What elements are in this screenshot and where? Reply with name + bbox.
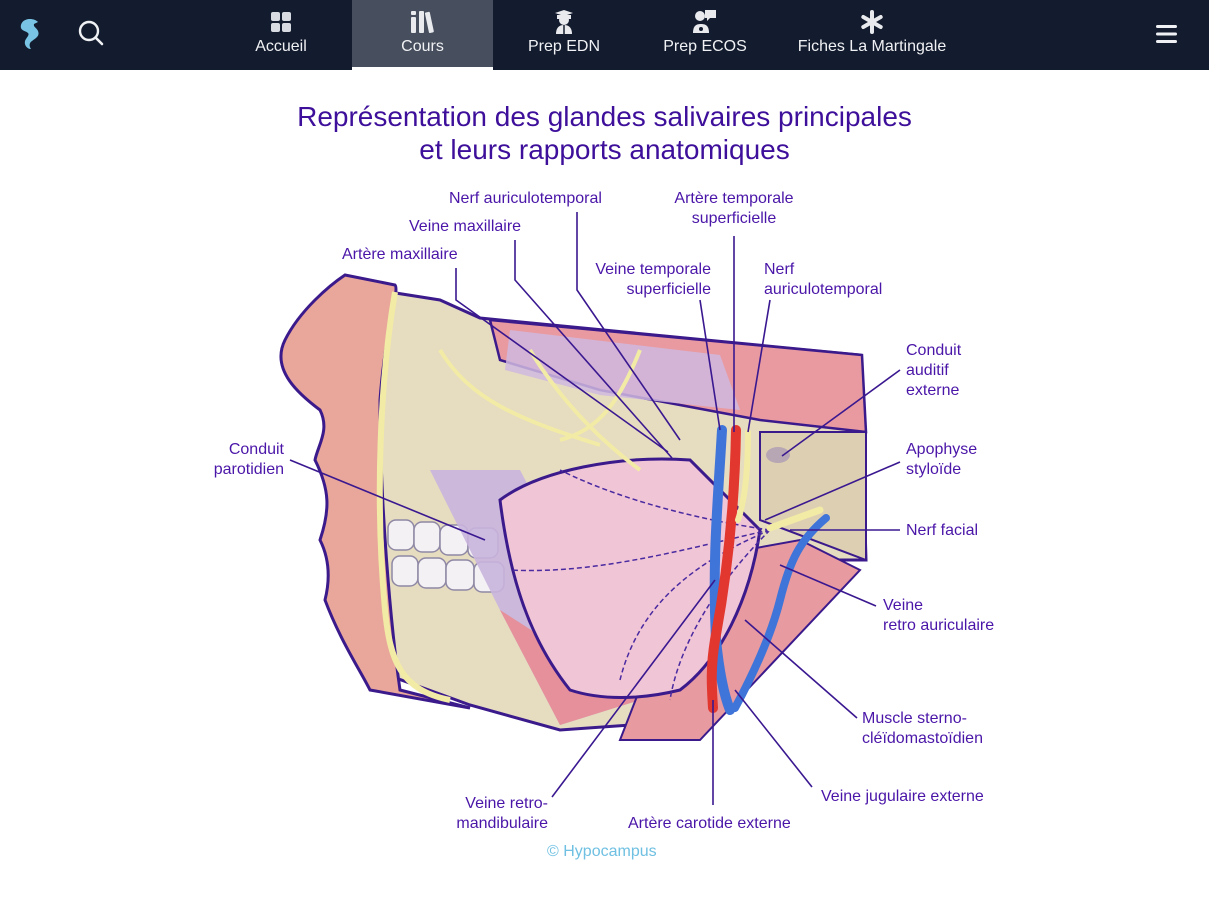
tab-prep-ecos[interactable]: Prep ECOS xyxy=(645,0,765,70)
search-icon[interactable] xyxy=(76,18,106,48)
label-veine-maxillaire: Veine maxillaire xyxy=(409,218,522,235)
tab-label: Fiches La Martingale xyxy=(797,38,947,55)
label-apophyse-styloide: Apophyse styloïde xyxy=(906,441,978,478)
label-artere-carotide-externe: Artère carotide externe xyxy=(628,815,791,832)
hamburger-menu-icon[interactable] xyxy=(1154,22,1180,46)
leader-conduit-auditif xyxy=(781,369,901,457)
superficial-temporal-artery xyxy=(706,425,741,713)
doctor-chat-icon xyxy=(692,9,718,35)
graduate-icon xyxy=(553,9,575,35)
label-conduit-parotidien: Conduit parotidien xyxy=(213,441,284,478)
superficial-temporal-vein xyxy=(709,425,735,715)
asterisk-icon xyxy=(860,9,884,35)
copyright-notice: © Hypocampus xyxy=(547,843,657,860)
label-nerf-auriculotemporal: Nerf auriculotemporal xyxy=(764,261,883,298)
label-veine-retro-auriculaire: Veine retro auriculaire xyxy=(883,597,995,634)
leader-veine-jugulaire xyxy=(734,689,813,788)
temporal-muscle-inner xyxy=(505,330,740,410)
tab-label: Cours xyxy=(401,38,444,55)
leader-veine-maxillaire xyxy=(514,240,673,459)
tab-prep-edn[interactable]: Prep EDN xyxy=(504,0,624,70)
ear-bone xyxy=(759,431,867,562)
leader-nerf-auriculotemporal xyxy=(576,212,681,441)
retroauricular-vein xyxy=(731,514,830,712)
top-navigation-bar: Accueil Cours Prep EDN xyxy=(0,0,1209,70)
label-artere-maxillaire: Artère maxillaire xyxy=(342,246,458,263)
leader-apophyse xyxy=(764,461,901,521)
leader-lines xyxy=(289,212,901,805)
label-artere-temporale-superficielle: Artère temporale superficielle xyxy=(674,190,794,227)
label-veine-temporale-superficielle: Veine temporale superficielle xyxy=(595,261,711,298)
books-icon xyxy=(409,9,437,35)
leader-nerf-auriculo-right xyxy=(747,299,771,433)
tab-label: Prep ECOS xyxy=(663,38,747,55)
tab-label: Accueil xyxy=(255,38,307,55)
hypocampus-logo-icon[interactable] xyxy=(16,17,44,51)
tab-fiches-la-martingale[interactable]: Fiches La Martingale xyxy=(785,0,959,70)
label-veine-retro-mandibulaire: Veine retro- mandibulaire xyxy=(456,795,548,832)
label-muscle-sterno-cleidomastoidien: Muscle sterno- cléïdomastoïdien xyxy=(862,710,983,747)
tab-cours[interactable]: Cours xyxy=(352,0,493,70)
leader-muscle-scm xyxy=(744,619,858,719)
auditory-canal xyxy=(766,447,790,463)
grid-icon xyxy=(270,9,292,35)
figure-title-line-1: Représentation des glandes salivaires pr… xyxy=(297,101,912,132)
parotid-gland xyxy=(498,457,762,699)
temporal-nerve-branches xyxy=(438,348,642,472)
tab-accueil[interactable]: Accueil xyxy=(216,0,346,70)
label-nerf-auriculotemporal-top: Nerf auriculotemporal xyxy=(449,190,602,207)
label-nerf-facial: Nerf facial xyxy=(906,522,979,539)
label-conduit-auditif-externe: Conduit auditif externe xyxy=(906,342,962,399)
label-veine-jugulaire-externe: Veine jugulaire externe xyxy=(821,788,984,805)
leader-veine-temporale xyxy=(699,299,721,431)
leader-artere-maxillaire xyxy=(455,268,669,453)
facial-nerve-trunk xyxy=(766,506,824,532)
auriculotemporal-nerve-yellow xyxy=(735,429,751,523)
tab-label: Prep EDN xyxy=(527,38,601,55)
leader-veine-retromandibulaire xyxy=(551,579,716,798)
figure-title: Représentation des glandes salivaires pr… xyxy=(0,100,1209,166)
figure-title-line-2: et leurs rapports anatomiques xyxy=(419,134,790,165)
mandible-nerve xyxy=(376,291,451,703)
leader-conduit-parotidien xyxy=(289,459,486,541)
leader-veine-retro-auric xyxy=(779,564,877,607)
facial-nerve-branches xyxy=(509,469,771,701)
